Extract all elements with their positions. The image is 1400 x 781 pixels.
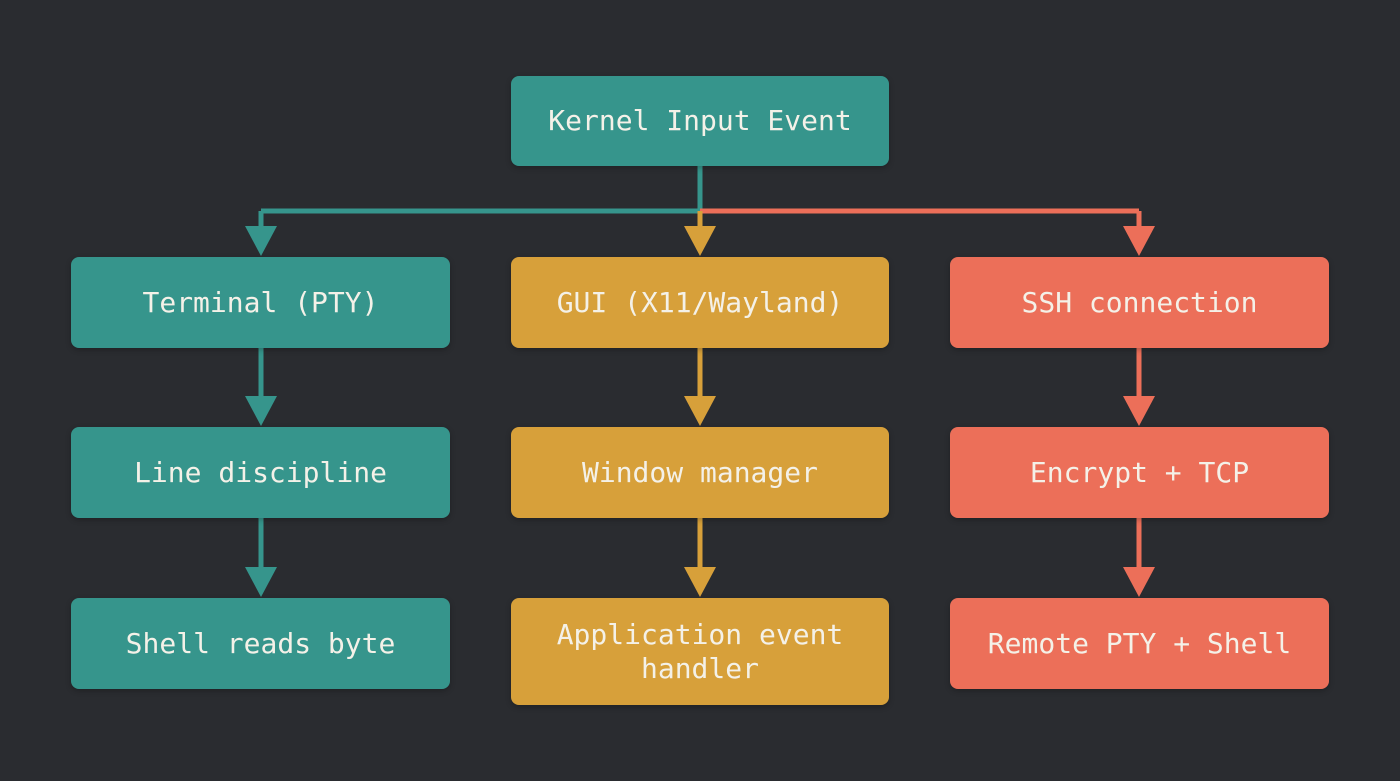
window-manager-node: Window manager [511,427,889,518]
kernel-input-event-node: Kernel Input Event [511,76,889,166]
remote-pty-shell-label: Remote PTY + Shell [987,626,1292,660]
enc-to-remote-arrowhead [1123,567,1155,597]
shell-reads-byte-node: Shell reads byte [71,598,450,689]
encrypt-tcp-node: Encrypt + TCP [950,427,1329,518]
application-event-handler-node: Application event handler [511,598,889,705]
line-discipline-node: Line discipline [71,427,450,518]
ssh-connection-label: SSH connection [1021,285,1258,319]
terminal-to-line-arrowhead [245,396,277,426]
terminal-pty-node: Terminal (PTY) [71,257,450,348]
line-discipline-label: Line discipline [134,455,387,489]
remote-pty-shell-node: Remote PTY + Shell [950,598,1329,689]
gui-node: GUI (X11/Wayland) [511,257,889,348]
encrypt-tcp-label: Encrypt + TCP [1029,455,1250,489]
ssh-arrowhead [1123,226,1155,256]
shell-reads-byte-label: Shell reads byte [125,626,396,660]
gui-to-wm-arrowhead [684,396,716,426]
kernel-input-event-label: Kernel Input Event [548,104,852,137]
gui-label: GUI (X11/Wayland) [556,285,844,319]
application-event-handler-label: Application event handler [556,617,844,685]
window-manager-label: Window manager [581,455,818,489]
gui-arrowhead [684,226,716,256]
wm-to-app-arrowhead [684,567,716,597]
ssh-connection-node: SSH connection [950,257,1329,348]
line-to-shell-arrowhead [245,567,277,597]
ssh-to-enc-arrowhead [1123,396,1155,426]
terminal-arrowhead [245,226,277,256]
terminal-pty-label: Terminal (PTY) [142,285,379,319]
